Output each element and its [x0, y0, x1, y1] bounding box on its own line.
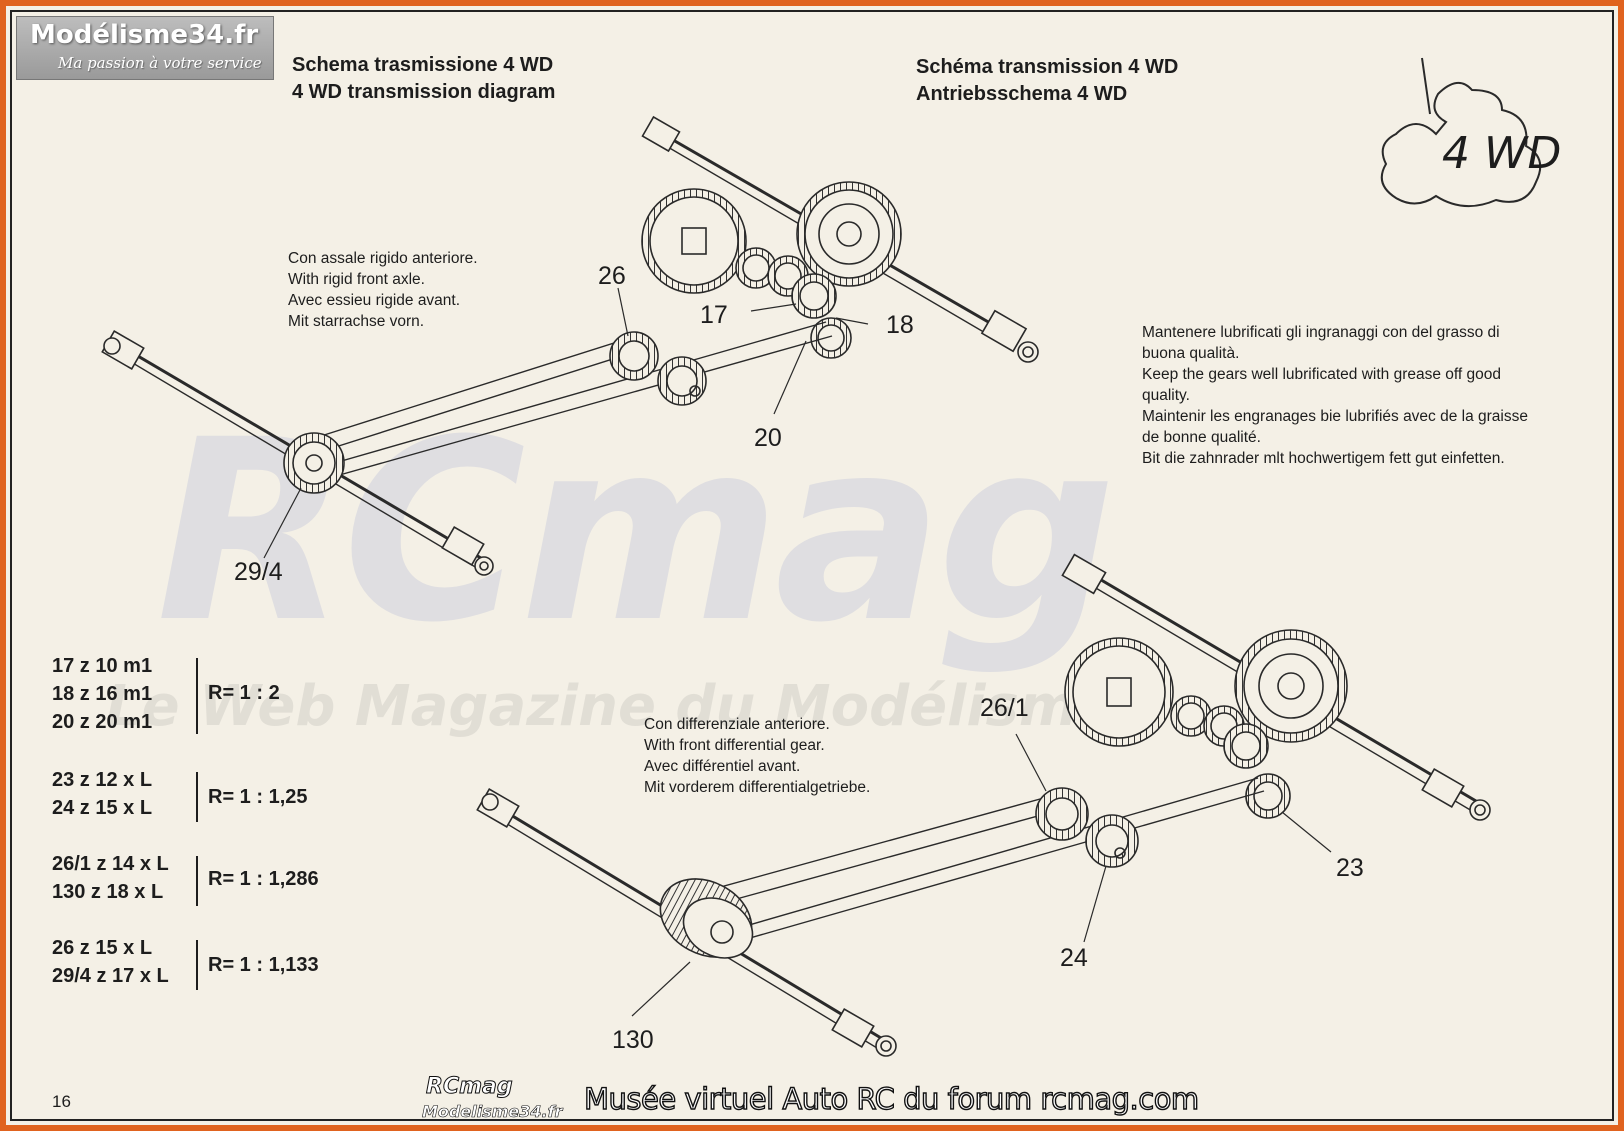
gear-spec-line: 24 z 15 x L — [52, 797, 153, 819]
note-line: Maintenir les engranages bie lubrifiés a… — [1142, 408, 1528, 425]
note-line: Avec différentiel avant. — [644, 758, 801, 775]
gear-spec-line: 130 z 18 x L — [52, 881, 164, 903]
note-line: With rigid front axle. — [288, 271, 425, 288]
note-line: Con differenziale anteriore. — [644, 716, 830, 733]
note-line: Mantenere lubrificati gli ingranaggi con… — [1142, 324, 1500, 341]
callout-17: 17 — [700, 301, 728, 329]
note-rigid-axle: Con assale rigido anteriore. With rigid … — [288, 248, 478, 332]
note-line: With front differential gear. — [644, 737, 825, 754]
note-line: Keep the gears well lubrificated with gr… — [1142, 366, 1502, 383]
note-line: Mit starrachse vorn. — [288, 313, 425, 330]
note-line: Avec essieu rigide avant. — [288, 292, 461, 309]
site-logo[interactable] — [16, 16, 274, 80]
footer-caption: Musée virtuel Auto RC du forum rcmag.com — [583, 1081, 1200, 1116]
note-line: buona qualità. — [1142, 345, 1240, 362]
note-differential: Con differenziale anteriore. With front … — [644, 714, 870, 798]
gear-spec-line: 23 z 12 x L — [52, 769, 153, 791]
site-logo-tagline: Ma passion à votre service — [58, 54, 262, 72]
callout-26-1: 26/1 — [980, 694, 1029, 722]
four-wd-badge — [1380, 57, 1542, 208]
note-line: Con assale rigido anteriore. — [288, 250, 478, 267]
note-line: Mit vorderem differentialgetriebe. — [644, 779, 871, 796]
gear-spec-line: 18 z 16 m1 — [52, 683, 153, 705]
note-line: Bit die zahnrader mlt hochwertigem fett … — [1142, 450, 1505, 467]
callout-29-4: 29/4 — [234, 558, 283, 586]
callout-20: 20 — [754, 424, 782, 452]
callout-24: 24 — [1060, 944, 1088, 972]
note-line: de bonne qualité. — [1142, 429, 1261, 446]
gear-spec-group-2: 23 z 12 x L 24 z 15 x L — [52, 766, 152, 822]
gear-spec-divider — [196, 658, 198, 734]
heading-french-german: Schéma transmission 4 WD Antriebsschema … — [916, 54, 1178, 108]
page-number: 16 — [52, 1092, 71, 1111]
gear-spec-divider — [196, 940, 198, 990]
heading-line: Schema trasmissione 4 WD — [292, 54, 554, 76]
gear-spec-line: 26/1 z 14 x L — [52, 853, 169, 875]
rigid-axle-assembly — [101, 115, 1039, 576]
gear-spec-group-4: 26 z 15 x L 29/4 z 17 x L — [52, 934, 169, 990]
gear-spec-line: 29/4 z 17 x L — [52, 965, 169, 987]
heading-italian-english: Schema trasmissione 4 WD 4 WD transmissi… — [292, 52, 555, 106]
gear-spec-line: 26 z 15 x L — [52, 937, 153, 959]
watermark-tagline: Le Web Magazine du Modélisme — [106, 674, 1116, 739]
gear-spec-line: 20 z 20 m1 — [52, 711, 153, 733]
gear-spec-line: 17 z 10 m1 — [52, 655, 153, 677]
heading-line: 4 WD transmission diagram — [292, 81, 556, 103]
callout-18: 18 — [886, 311, 914, 339]
footer-brand-rcmag: RCmag — [426, 1074, 514, 1100]
callout-130: 130 — [612, 1026, 654, 1054]
note-lubrication: Mantenere lubrificati gli ingranaggi con… — [1142, 322, 1528, 469]
transmission-diagram — [101, 57, 1542, 1057]
four-wd-badge-text: 4 WD — [1442, 128, 1562, 179]
note-line: quality. — [1142, 387, 1190, 404]
callout-26: 26 — [598, 262, 626, 290]
heading-line: Schéma transmission 4 WD — [916, 56, 1179, 78]
gear-spec-group-3: 26/1 z 14 x L 130 z 18 x L — [52, 850, 169, 906]
differential-assembly — [476, 553, 1491, 1057]
gear-spec-divider — [196, 856, 198, 906]
site-logo-title: Modélisme34.fr — [30, 20, 259, 50]
gear-spec-group-1: 17 z 10 m1 18 z 16 m1 20 z 20 m1 — [52, 652, 152, 736]
gear-ratio-4: R= 1 : 1,133 — [208, 954, 319, 976]
gear-ratio-3: R= 1 : 1,286 — [208, 868, 319, 890]
gear-ratio-2: R= 1 : 1,25 — [208, 786, 308, 808]
gear-spec-divider — [196, 772, 198, 822]
callout-23: 23 — [1336, 854, 1364, 882]
heading-line: Antriebsschema 4 WD — [916, 83, 1128, 105]
footer-brand-modelisme34: Modelisme34.fr — [422, 1102, 563, 1122]
gear-ratio-1: R= 1 : 2 — [208, 682, 280, 704]
